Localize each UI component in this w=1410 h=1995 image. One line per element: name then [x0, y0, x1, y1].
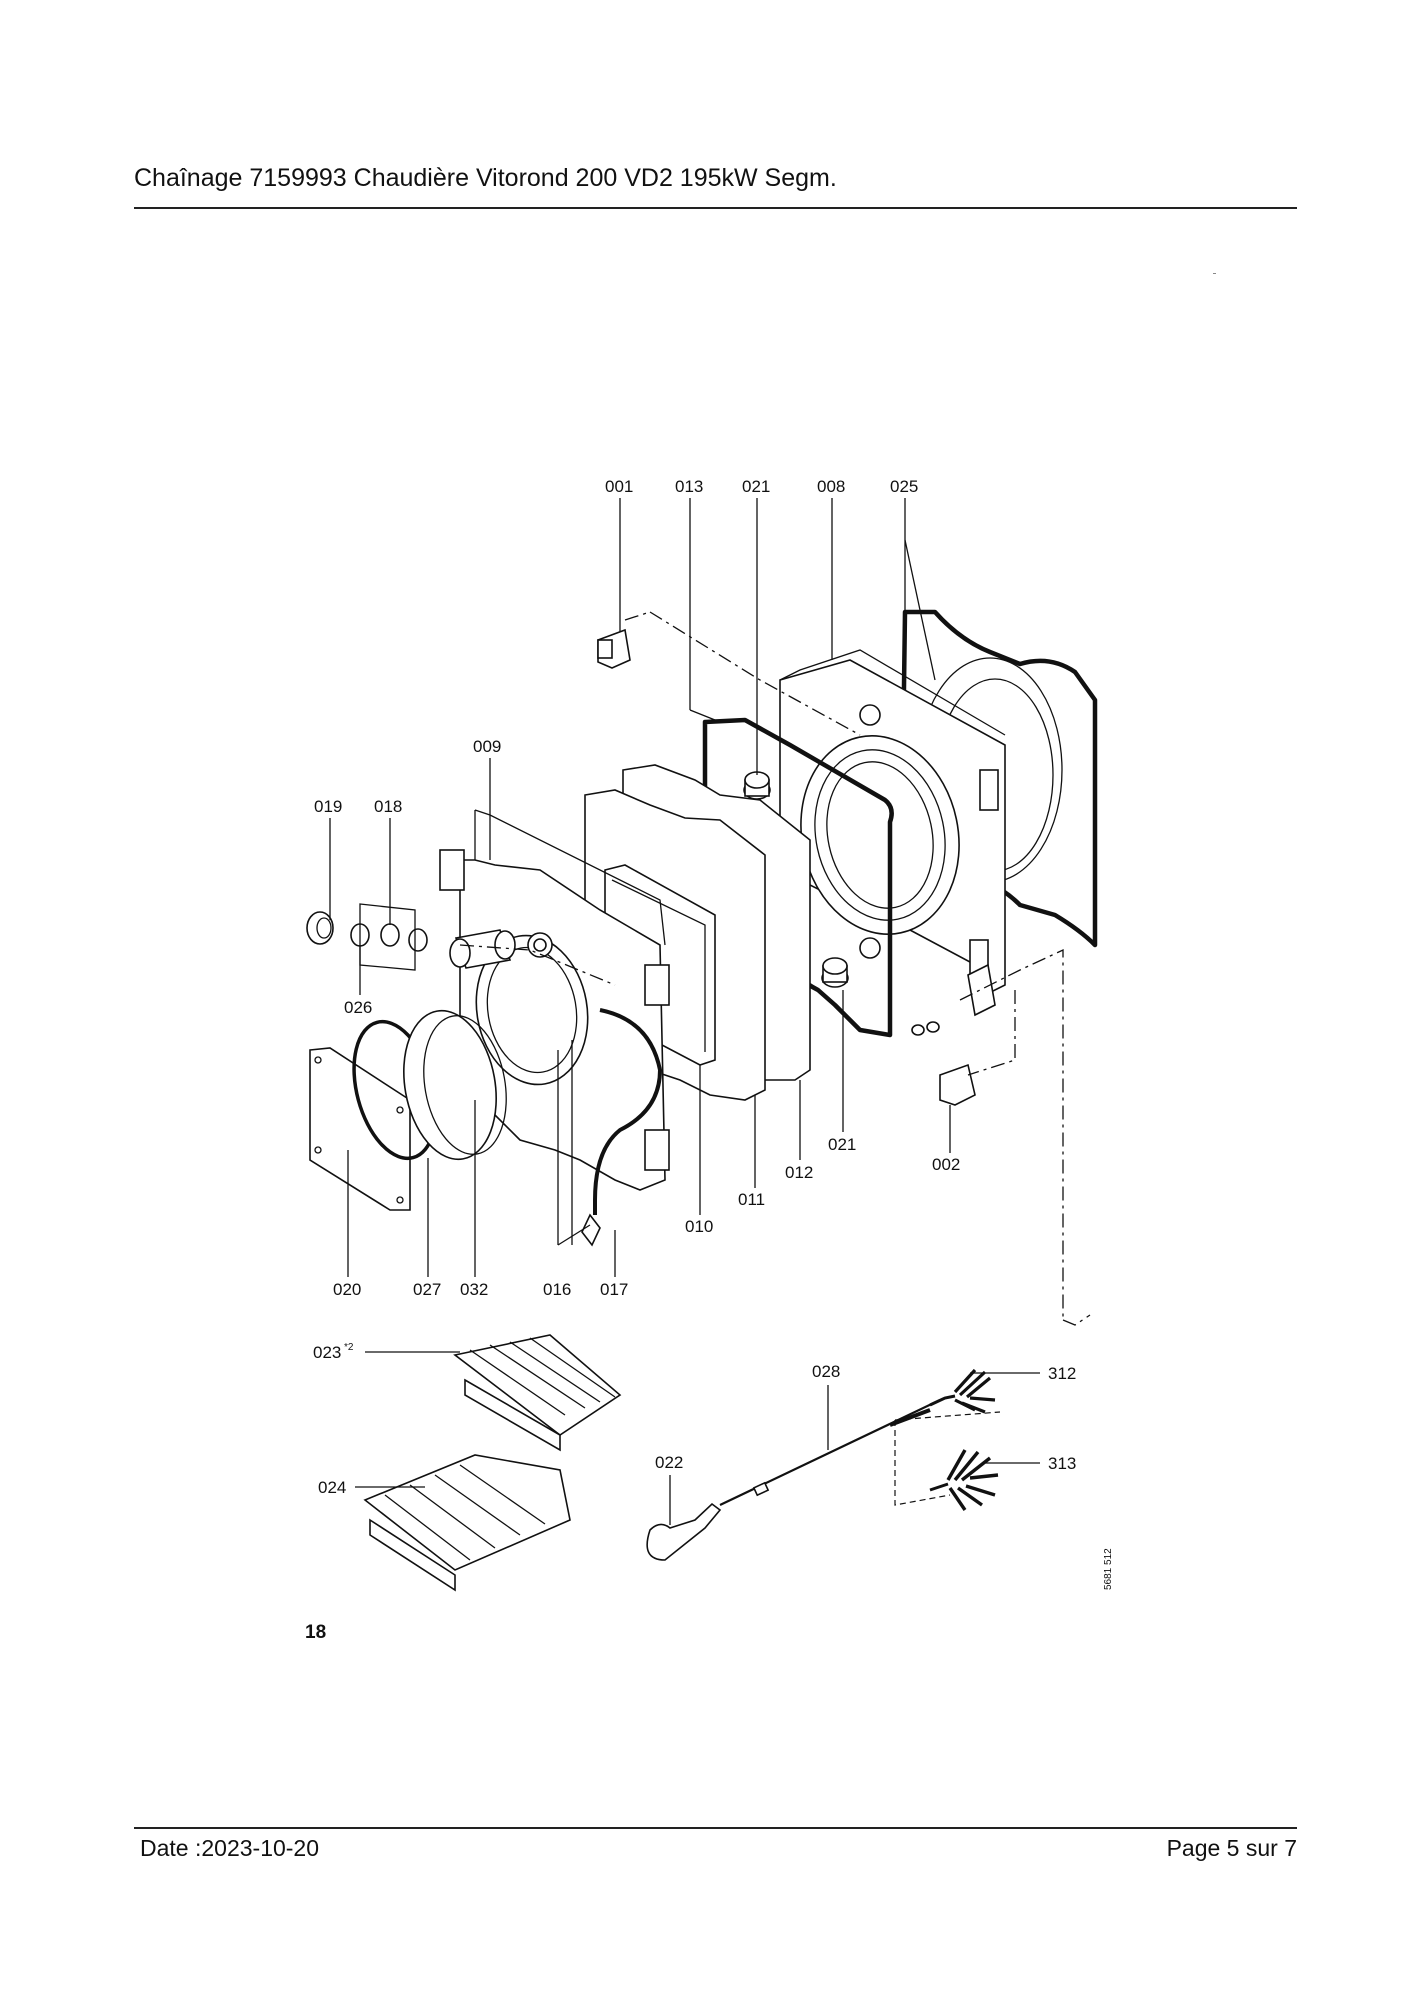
callout-021-top: 021 — [742, 477, 770, 496]
page-title: Chaînage 7159993 Chaudière Vitorond 200 … — [134, 164, 837, 192]
callout-002: 002 — [932, 1155, 960, 1174]
callout-001: 001 — [605, 477, 633, 496]
stray-mark — [1213, 273, 1216, 274]
callout-021-bottom: 021 — [828, 1135, 856, 1154]
callout-025: 025 — [890, 477, 918, 496]
callout-027: 027 — [413, 1280, 441, 1299]
bracket-002 — [939, 1063, 976, 1106]
cleaning-brush-028 — [719, 1399, 1001, 1506]
brush-head-312 — [929, 1368, 996, 1414]
footer-divider — [134, 1827, 1297, 1829]
callout-018: 018 — [374, 797, 402, 816]
callout-028: 028 — [812, 1362, 840, 1381]
bolt-washer — [911, 1021, 940, 1036]
footer-date: Date :2023-10-20 — [140, 1835, 320, 1861]
nut-021-lower — [821, 957, 849, 988]
bracket-right — [967, 963, 996, 1017]
callout-017: 017 — [600, 1280, 628, 1299]
grate-023 — [453, 1334, 622, 1452]
sightglass-fittings — [306, 903, 516, 971]
callout-013: 013 — [675, 477, 703, 496]
header-divider — [134, 207, 1297, 209]
callout-032: 032 — [460, 1280, 488, 1299]
callout-312: 312 — [1048, 1364, 1076, 1383]
cable-017 — [593, 1008, 662, 1215]
handle-022 — [646, 1502, 722, 1561]
door-frame-008 — [779, 649, 1006, 997]
page-indicator: Page 5 sur 7 — [1166, 1835, 1297, 1861]
leader-lines — [329, 498, 1040, 1525]
nut-021-upper — [743, 771, 771, 800]
callout-024: 024 — [318, 1478, 346, 1497]
callout-019: 019 — [314, 797, 342, 816]
bracket-001 — [597, 628, 631, 669]
callout-020: 020 — [333, 1280, 361, 1299]
sight-glass-032 — [403, 1009, 507, 1161]
assembly-centerlines — [459, 611, 1091, 1326]
callout-011: 011 — [738, 1190, 765, 1209]
callout-008: 008 — [817, 477, 845, 496]
drawing-reference: 5681 512 — [1103, 1548, 1114, 1590]
cover-plate-020 — [309, 1047, 411, 1211]
callout-labels: 001 013 021 008 025 009 019 018 026 021 … — [313, 477, 1076, 1497]
callout-022: 022 — [655, 1453, 683, 1472]
callout-009: 009 — [473, 737, 501, 756]
callout-016: 016 — [543, 1280, 571, 1299]
callout-010: 010 — [685, 1217, 713, 1236]
callout-313: 313 — [1048, 1454, 1076, 1473]
clip-016 — [581, 1213, 601, 1247]
callout-012: 012 — [785, 1163, 813, 1182]
door-plate-009 — [439, 809, 670, 1191]
callout-023: 023 — [313, 1343, 341, 1362]
figure-number: 18 — [305, 1622, 326, 1643]
callout-026: 026 — [344, 998, 372, 1017]
grate-024 — [363, 1454, 571, 1592]
callout-023-note: *2 — [344, 1342, 354, 1353]
brush-head-313 — [929, 1449, 999, 1511]
